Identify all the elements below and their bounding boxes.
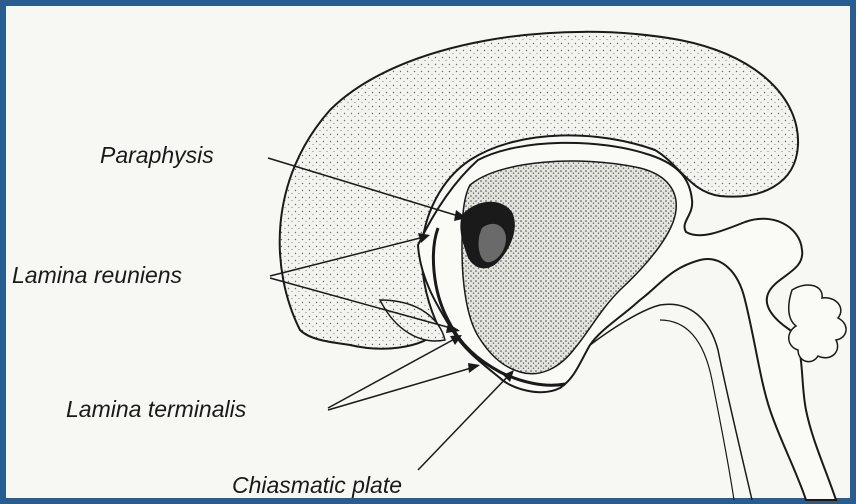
terminalis-arrowhead-lower	[468, 363, 480, 373]
label-lamina-terminalis: Lamina terminalis	[66, 398, 246, 421]
label-chiasmatic-plate: Chiasmatic plate	[232, 474, 402, 497]
chiasmatic-pointer	[418, 372, 512, 470]
choroid-plexus	[789, 285, 846, 362]
terminalis-pointer-lower	[328, 366, 478, 410]
label-lamina-reuniens: Lamina reuniens	[12, 264, 182, 287]
infundibular-wall-inner	[660, 320, 734, 500]
infundibular-wall	[590, 304, 752, 500]
label-paraphysis: Paraphysis	[100, 144, 214, 167]
